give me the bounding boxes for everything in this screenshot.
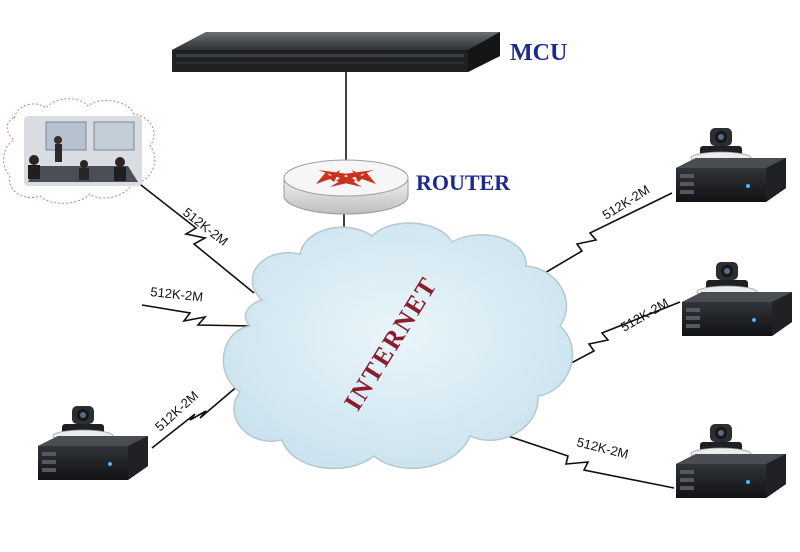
link-line-right-bottom [483,427,675,489]
link-label-right-bottom: 512K-2M [575,434,630,461]
link-line-room [131,177,255,294]
mcu-server-icon [172,32,500,72]
connection-lines [131,72,681,489]
mcu-label: MCU [510,40,567,66]
link-line-right-mid [557,301,681,371]
conference-room-icon [3,98,156,204]
link-label-left-bottom: 512K-2M [152,388,201,434]
link-line-left-mid [141,304,253,327]
video-terminal-icon [681,261,793,337]
video-terminal-icon [675,127,787,203]
link-label-right-top: 512K-2M [600,182,653,223]
link-label-room: 512K-2M [180,205,231,249]
link-line-left-bottom [151,383,241,449]
video-terminal-icon [37,405,149,481]
link-label-left-mid: 512K-2M [150,284,204,304]
link-line-right-top [542,192,673,275]
internet-cloud-icon [222,222,574,470]
router-icon [283,159,409,215]
video-terminal-icon [675,423,787,499]
router-label: ROUTER [416,170,511,195]
link-label-right-mid: 512K-2M [618,295,671,334]
